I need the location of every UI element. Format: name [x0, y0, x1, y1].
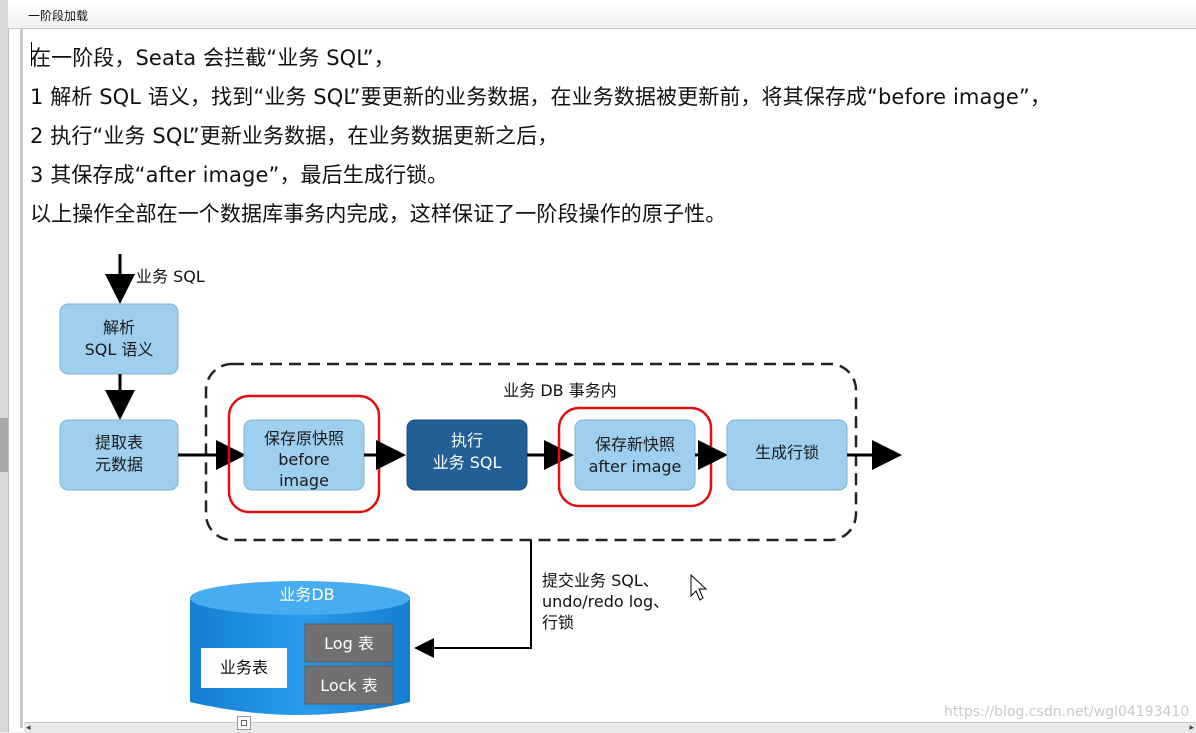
split-grip-icon — [241, 720, 247, 726]
scroll-right-icon[interactable]: ▸ — [1189, 723, 1194, 733]
text-caret — [31, 42, 32, 66]
before-box-line-3: image — [279, 471, 329, 490]
left-edge-handle[interactable] — [0, 418, 8, 472]
log-table — [304, 623, 394, 663]
after-box-line-1: 保存新快照 — [595, 435, 675, 454]
lock-box-label: 生成行锁 — [755, 443, 819, 462]
tx-region-label: 业务 DB 事务内 — [503, 381, 616, 400]
database-top — [190, 581, 410, 615]
lock-table-label: Lock 表 — [320, 676, 378, 695]
commit-note-line-2: undo/redo log、 — [542, 592, 669, 611]
split-grip[interactable] — [237, 716, 251, 730]
parse-box-line-2: SQL 语义 — [85, 340, 154, 359]
doc-line-5: 以上操作全部在一个数据库事务内完成，这样保证了一阶段操作的原子性。 — [30, 202, 727, 226]
commit-path — [414, 540, 532, 658]
input-label: 业务 SQL — [136, 267, 205, 286]
exec-box-line-1: 执行 — [451, 431, 483, 450]
editor-gutter — [20, 28, 23, 728]
log-table-label: Log 表 — [324, 634, 374, 653]
after-image-box — [574, 419, 696, 491]
exec-box-line-2: 业务 SQL — [433, 453, 502, 472]
extract-box-line-1: 提取表 — [95, 433, 143, 452]
parse-box-line-1: 解析 — [103, 318, 135, 337]
doc-line-3: 2 执行“业务 SQL”更新业务数据，在业务数据更新之后， — [30, 124, 559, 148]
before-box-line-2: before — [278, 450, 330, 469]
seata-phase-one-diagram: 业务 SQL 解析 SQL 语义 提取表 元数据 业务 DB 事务内 保存原快照… — [59, 254, 902, 715]
mouse-cursor-icon — [690, 573, 708, 601]
title-bar: 一阶段加载 — [8, 0, 1196, 29]
biz-table — [201, 648, 287, 688]
before-box-line-1: 保存原快照 — [264, 429, 344, 448]
database-label: 业务DB — [279, 585, 334, 604]
left-edge-rail — [0, 0, 9, 732]
document-content[interactable]: 在一阶段，Seata 会拦截“业务 SQL”， 1 解析 SQL 语义，找到“业… — [24, 30, 1190, 720]
doc-line-1: 在一阶段，Seata 会拦截“业务 SQL”， — [30, 46, 395, 70]
doc-line-2: 1 解析 SQL 语义，找到“业务 SQL”要更新的业务数据，在业务数据被更新前… — [30, 85, 1051, 109]
after-box-line-2: after image — [589, 457, 682, 476]
scroll-left-icon[interactable]: ◂ — [26, 723, 31, 733]
window-title: 一阶段加载 — [28, 9, 89, 23]
lock-table — [304, 665, 394, 705]
watermark: https://blog.csdn.net/wgl04193410 — [944, 704, 1190, 720]
commit-note-line-1: 提交业务 SQL、 — [542, 571, 659, 590]
horizontal-scrollbar[interactable]: ◂ ▸ — [24, 722, 1196, 733]
parse-box — [59, 303, 179, 375]
doc-line-4: 3 其保存成“after image”，最后生成行锁。 — [30, 163, 449, 187]
extract-box-line-2: 元数据 — [95, 455, 143, 474]
biz-table-label: 业务表 — [220, 658, 268, 677]
commit-note-line-3: 行锁 — [542, 613, 574, 632]
